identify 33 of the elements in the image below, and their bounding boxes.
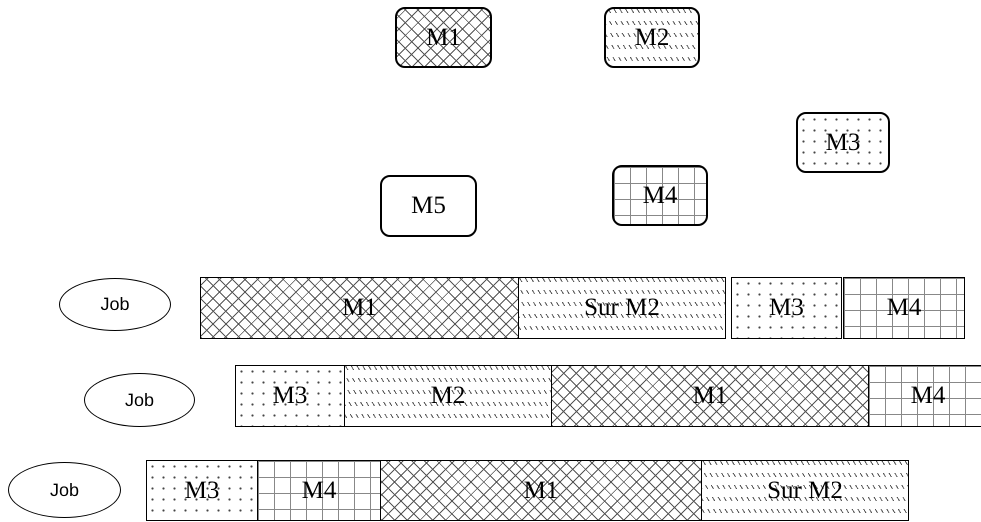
schedule-segment [200,277,519,339]
schedule-segment [731,277,842,339]
node-label: Sur M2 [584,294,660,322]
schedule-segment [235,365,345,427]
schedule-segment [518,277,726,339]
node-label: M3 [826,128,860,156]
schedule-segment [146,460,258,521]
node-label: Sur M2 [767,476,843,504]
schedule-segment [843,277,965,339]
machine-box [796,112,890,173]
schedule-segment [380,460,702,521]
node-label: M3 [769,294,804,322]
node-label: M4 [886,294,922,322]
node-label: M3 [272,382,308,410]
node-label: M4 [910,382,946,410]
schedule-segment [551,365,869,427]
machine-box [612,165,708,226]
node-label: Job [124,390,154,410]
node-label: M4 [642,182,678,210]
machine-box [380,175,477,237]
node-label: Job [50,480,80,500]
node-label: M3 [184,476,220,504]
schedule-segment [344,365,552,427]
node-label: M2 [430,382,466,410]
node-label: M4 [302,476,336,504]
node-label: Job [100,294,130,315]
node-label: M5 [411,192,446,220]
schedule-segment [701,460,909,521]
schedule-segment [868,365,981,427]
schedule-segment [257,460,381,521]
machine-box [395,7,492,68]
machine-box [604,7,700,68]
node-label: M2 [634,24,670,52]
